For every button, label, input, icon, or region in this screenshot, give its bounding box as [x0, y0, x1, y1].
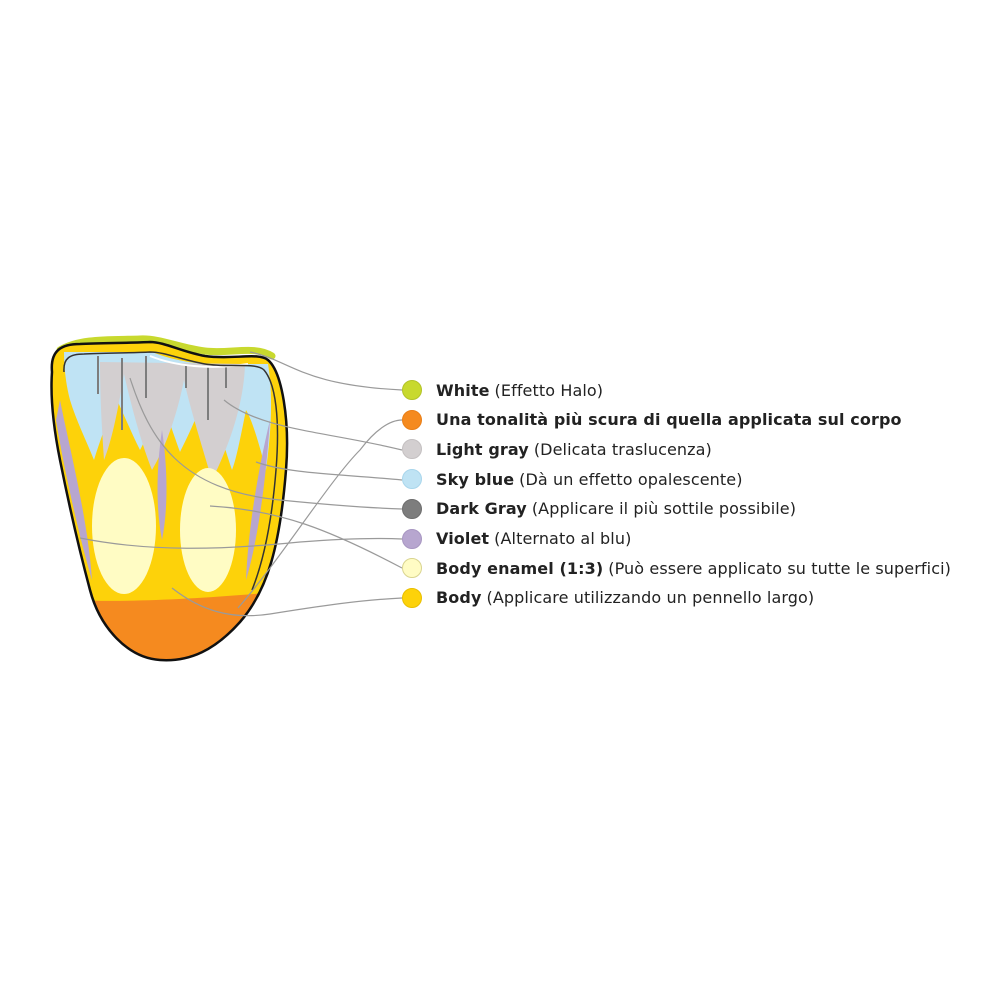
- leader-lines: [79, 351, 403, 617]
- legend-item: Body enamel (1:3)(Può essere applicato s…: [402, 554, 951, 582]
- legend-name: Body: [436, 588, 482, 608]
- legend-item: Violet(Alternato al blu): [402, 525, 631, 553]
- legend-swatch: [402, 587, 422, 608]
- legend-description: (Applicare utilizzando un pennello largo…: [486, 588, 815, 608]
- legend-description: (Alternato al blu): [494, 529, 632, 548]
- legend-label: Sky blue(Dà un effetto opalescente): [436, 470, 743, 489]
- legend-label: Body enamel (1:3)(Può essere applicato s…: [436, 559, 951, 578]
- legend-description: (Effetto Halo): [494, 380, 604, 400]
- violet-center: [157, 430, 167, 540]
- legend-swatch: [402, 558, 422, 579]
- tooth-outline: [50, 340, 289, 662]
- legend-item: Light gray(Delicata traslucenza): [402, 435, 712, 463]
- legend-swatch: [402, 528, 422, 549]
- legend-item: Body(Applicare utilizzando un pennello l…: [402, 584, 814, 612]
- leader-dark-gray: [129, 377, 403, 510]
- legend-name: Light gray: [436, 439, 529, 459]
- legend-swatch: [402, 469, 422, 490]
- tooth-inner-outline: [63, 351, 279, 591]
- legend-item: Sky blue(Dà un effetto opalescente): [402, 465, 743, 493]
- legend-description: (Delicata traslucenza): [533, 439, 712, 459]
- leader-violet: [79, 537, 403, 549]
- violet-right: [246, 420, 270, 580]
- legend-label: Dark Gray(Applicare il più sottile possi…: [436, 499, 796, 518]
- legend-name: Sky blue: [436, 469, 515, 489]
- violet-left: [56, 400, 92, 580]
- legend-name: Violet: [436, 529, 490, 548]
- leader-sky-blue: [255, 461, 403, 481]
- legend-name: Una tonalità più scura di quella applica…: [436, 410, 902, 430]
- leader-darker: [237, 419, 403, 609]
- dark-gray-lines: [97, 356, 227, 430]
- cervical-darker-layer: [51, 590, 288, 661]
- leader-white: [249, 351, 403, 391]
- legend-swatch: [402, 409, 422, 430]
- leader-body-enamel: [209, 505, 403, 569]
- leader-body: [171, 587, 403, 617]
- legend-swatch: [402, 380, 422, 400]
- body-enamel-left: [92, 458, 156, 594]
- legend-swatch: [402, 439, 422, 460]
- legend-item: White(Effetto Halo): [402, 376, 603, 404]
- legend-label: White(Effetto Halo): [436, 381, 603, 400]
- legend-swatch: [402, 498, 422, 519]
- halo-layer: [56, 335, 276, 360]
- legend-label: Una tonalità più scura di quella applica…: [436, 410, 902, 429]
- legend-description: (Applicare il più sottile possibile): [531, 499, 797, 519]
- leader-light-gray: [223, 399, 403, 451]
- legend-name: Dark Gray: [436, 499, 527, 519]
- legend-label: Light gray(Delicata traslucenza): [436, 440, 712, 459]
- legend-item: Una tonalità più scura di quella applica…: [402, 406, 902, 434]
- legend-description: (Dà un effetto opalescente): [519, 469, 743, 489]
- legend-name: White: [436, 380, 490, 400]
- legend-label: Violet(Alternato al blu): [436, 529, 631, 548]
- legend-description: (Può essere applicato su tutte le superf…: [608, 558, 951, 578]
- legend-name: Body enamel (1:3): [436, 558, 604, 578]
- body-enamel-right: [180, 468, 236, 592]
- legend-label: Body(Applicare utilizzando un pennello l…: [436, 588, 814, 607]
- legend-item: Dark Gray(Applicare il più sottile possi…: [402, 495, 796, 523]
